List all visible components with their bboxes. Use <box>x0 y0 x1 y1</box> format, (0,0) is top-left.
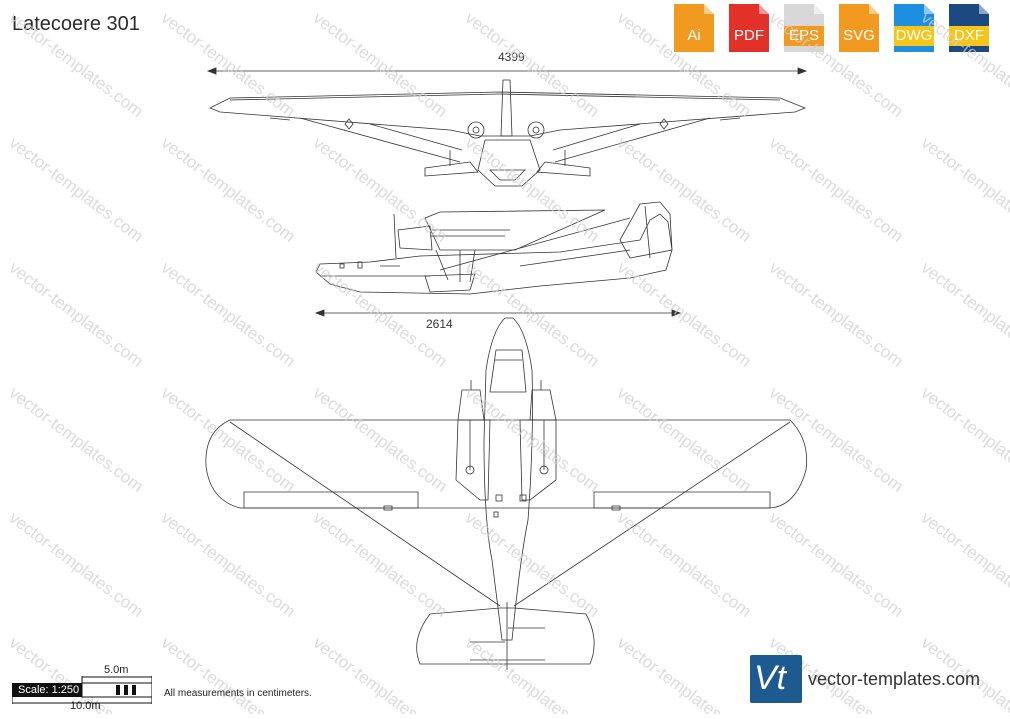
svg-format-label: SVG <box>843 27 875 44</box>
scale-label: Scale: 1:250 <box>18 684 80 696</box>
scale-full-label: 10.0m <box>70 700 101 712</box>
page-title: Latecoere 301 <box>12 13 140 35</box>
eps-format-icon[interactable]: EPS <box>778 4 830 56</box>
brand-site-name: vector-templates.com <box>808 669 981 689</box>
scale-half-label: 5.0m <box>104 664 129 676</box>
pdf-format-label: PDF <box>734 27 764 44</box>
measurement-note: All measurements in centimeters. <box>164 688 312 699</box>
dwg-format-label: DWG <box>895 27 933 44</box>
ai-format-label: Ai <box>687 27 701 44</box>
length-dimension-line <box>314 309 682 317</box>
ai-format-icon[interactable]: Ai <box>668 4 720 56</box>
vt-logo-text: Vt <box>754 659 787 697</box>
scale-bar: Scale: 1:250 5.0m 10.0m <box>11 664 153 719</box>
svg-format-icon[interactable]: SVG <box>833 4 885 56</box>
wingspan-dimension-line <box>206 67 808 75</box>
pdf-format-icon[interactable]: PDF <box>723 4 775 56</box>
dwg-format-icon[interactable]: DWG <box>888 4 940 56</box>
eps-format-label: EPS <box>788 27 819 44</box>
format-icons: Ai PDF EPS SVG DWG DXF <box>668 4 998 56</box>
dxf-format-icon[interactable]: DXF <box>943 4 995 56</box>
vt-logo-icon: Vt <box>750 655 802 703</box>
dxf-format-label: DXF <box>954 27 984 44</box>
length-dimension: 2614 <box>426 317 453 331</box>
top-view <box>205 317 808 670</box>
wingspan-dimension: 4399 <box>498 50 525 64</box>
side-view <box>315 201 673 295</box>
brand-link[interactable]: Vt vector-templates.com <box>750 653 1006 705</box>
front-view <box>209 79 807 187</box>
